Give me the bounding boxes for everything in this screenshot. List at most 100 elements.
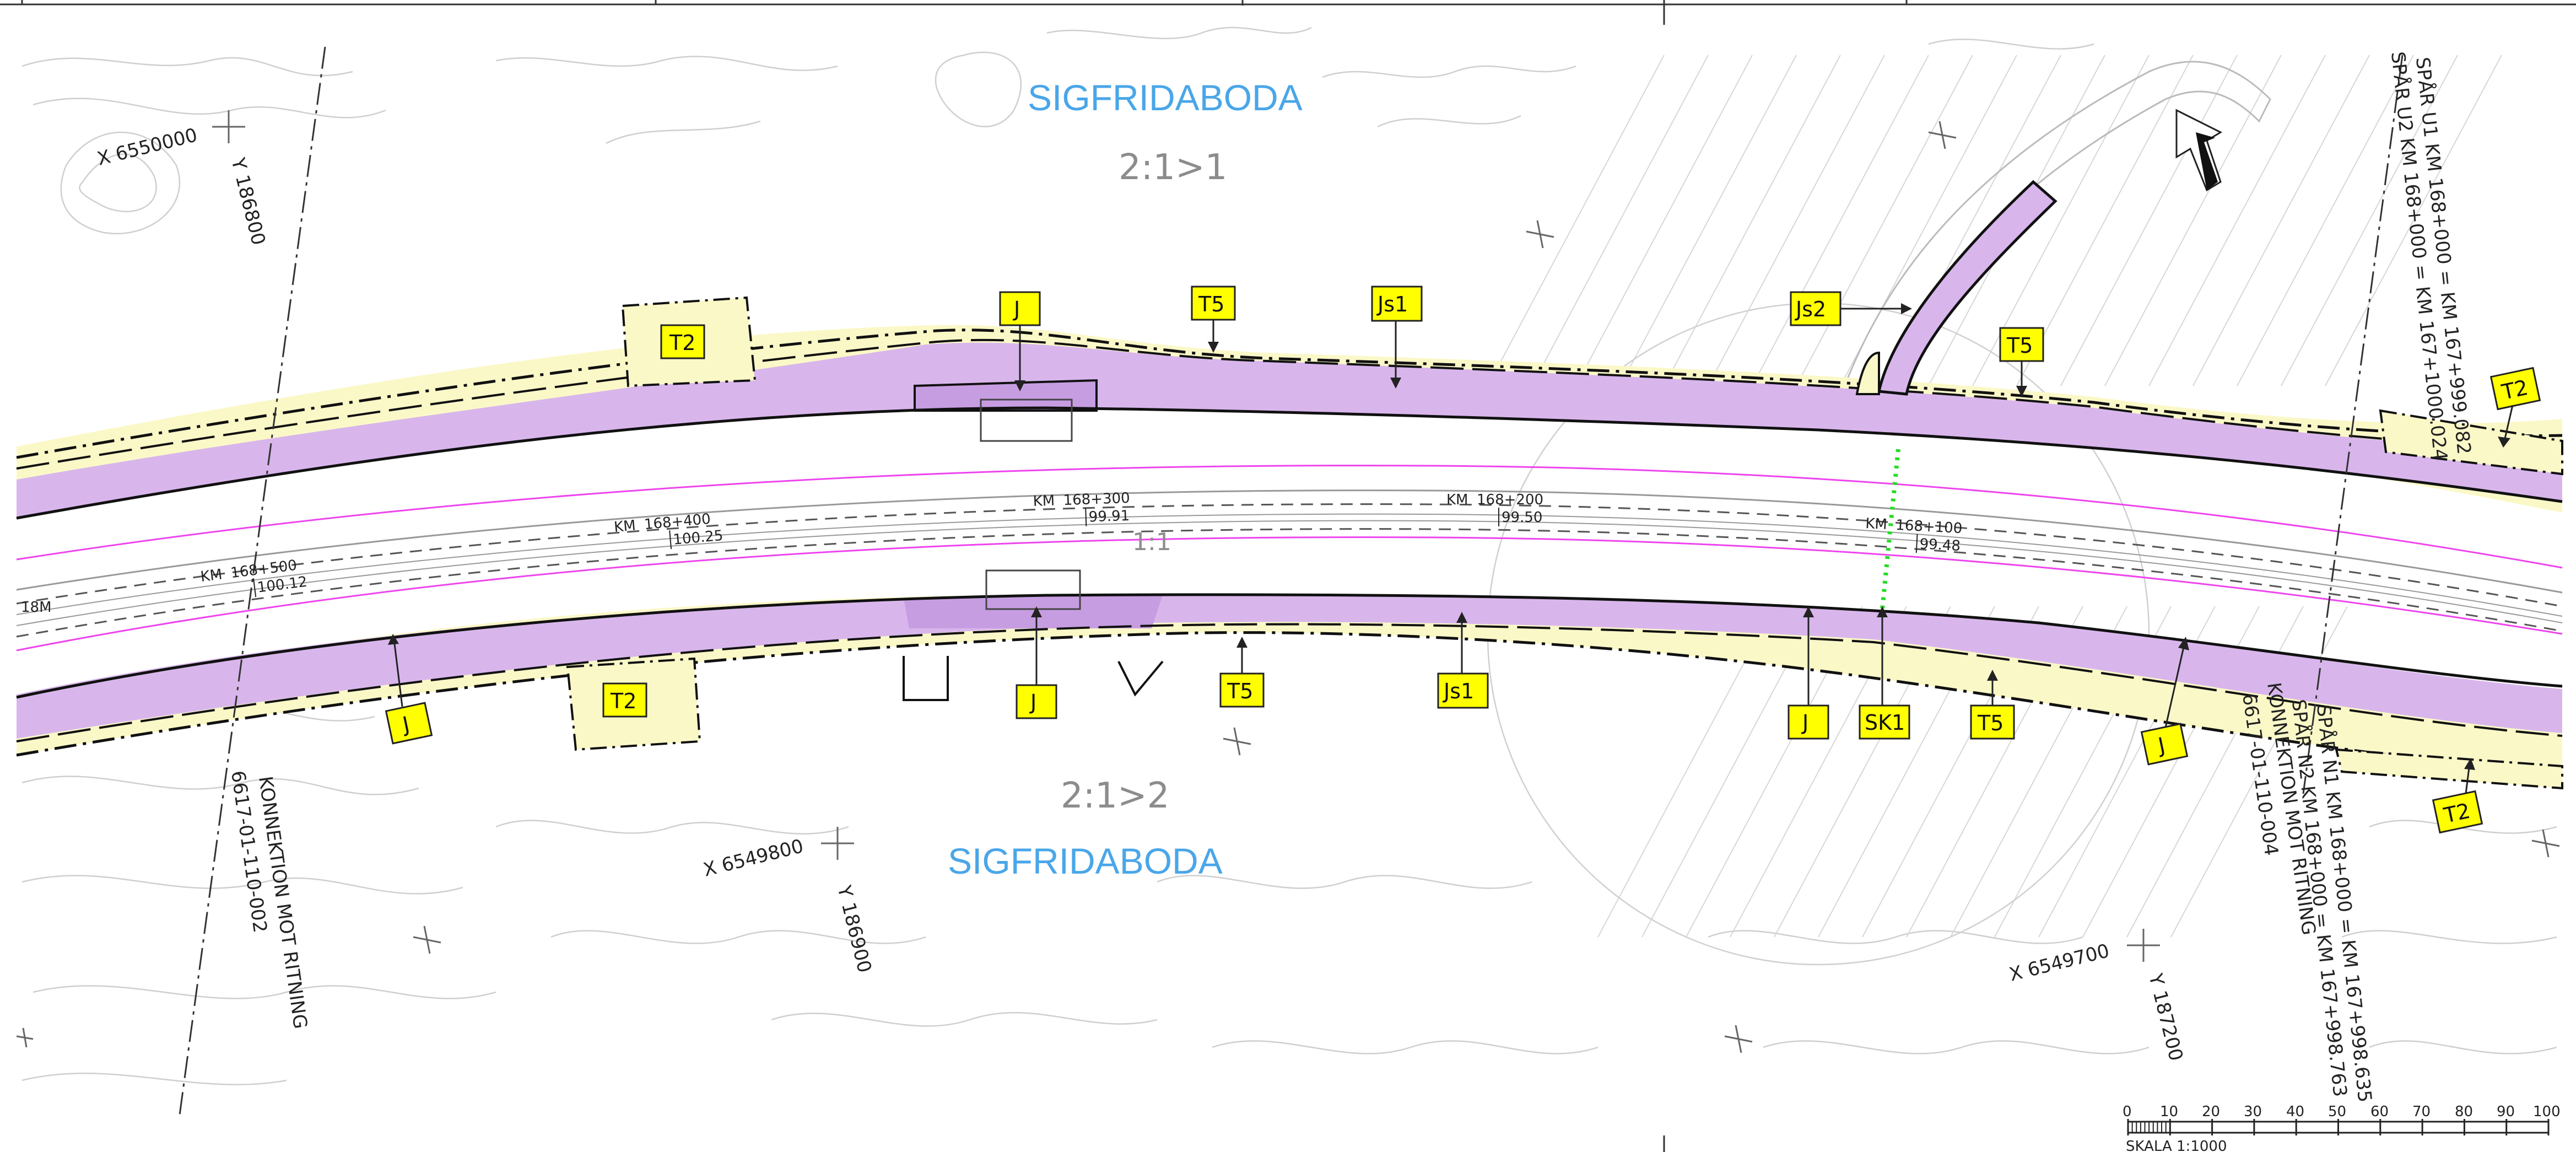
branch-zone-yellow <box>1855 351 1880 395</box>
south-t2-block-right <box>2335 748 2563 790</box>
north-t2-block-right <box>2379 409 2563 476</box>
scale-tick-60: 60 <box>2370 1103 2389 1120</box>
svg-text:T2: T2 <box>610 689 636 713</box>
code-label-north-js2: Js2 <box>1790 291 1912 326</box>
scale-tick-100: 100 <box>2533 1103 2561 1120</box>
code-label-south-sk1: SK1 <box>1859 606 1910 740</box>
north-culvert <box>980 399 1073 442</box>
north-boundary-inner <box>16 406 2563 520</box>
svg-text:168+200: 168+200 <box>1477 492 1543 508</box>
code-label-south-j-mid: J <box>1016 606 1057 719</box>
km-marker-168-100: KM 168+100 99.48 <box>1865 515 1963 555</box>
svg-text:T2: T2 <box>2441 799 2472 828</box>
svg-text:99.50: 99.50 <box>1502 509 1542 526</box>
coord-y-186900: Y 186900 <box>833 883 876 975</box>
coord-x-6549800: X 6549800 <box>701 835 806 881</box>
svg-text:J: J <box>1029 690 1036 714</box>
branch-zone-purple <box>1877 180 2057 396</box>
code-label-north-t5-left: T5 <box>1191 286 1236 353</box>
rail-corridor <box>16 465 2563 652</box>
code-label-south-j-far-left: J <box>385 634 433 745</box>
scale-tick-90: 90 <box>2497 1103 2515 1120</box>
south-boundary-mid <box>16 623 2563 742</box>
svg-text:T5: T5 <box>1977 711 2003 735</box>
scale-tick-20: 20 <box>2202 1103 2220 1120</box>
km-marker-168-400: KM 168+400 100.25 <box>613 511 724 550</box>
code-label-south-j-right: J <box>1787 606 1829 740</box>
track-stub-label: 18M <box>21 599 52 616</box>
hatched-zone <box>1487 55 2502 938</box>
svg-text:T5: T5 <box>2006 333 2033 358</box>
svg-text:Js1: Js1 <box>1376 292 1408 316</box>
svg-text:Js1: Js1 <box>1443 679 1474 703</box>
scale-tick-40: 40 <box>2286 1103 2304 1120</box>
property-id-center: 1:1 <box>1132 528 1171 556</box>
scale-tick-30: 30 <box>2244 1103 2262 1120</box>
km-marker-168-300: KM 168+300 99.91 <box>1033 490 1130 526</box>
code-label-north-t2-right: T2 <box>2489 367 2541 448</box>
scale-tick-70: 70 <box>2412 1103 2431 1120</box>
property-id-north: 2:1>1 <box>1119 147 1227 188</box>
code-label-south-t5-left: T5 <box>1219 637 1265 708</box>
svg-text:T2: T2 <box>669 331 695 355</box>
scale-tick-10: 10 <box>2160 1103 2178 1120</box>
code-label-south-j-far-right: J <box>2140 637 2189 766</box>
north-boundary-outer <box>16 329 2563 459</box>
svg-text:T5: T5 <box>1198 292 1224 316</box>
north-zone-purple <box>17 342 2562 518</box>
coord-y-187200: Y 187200 <box>2144 971 2187 1063</box>
km-marker-168-200: KM 168+200 99.50 <box>1446 492 1543 526</box>
scale-tick-80: 80 <box>2455 1103 2473 1120</box>
svg-text:168+300: 168+300 <box>1063 490 1130 509</box>
code-label-north-js1: Js1 <box>1371 286 1423 389</box>
km-marker-168-500: KM 168+500 100.12 <box>199 557 308 597</box>
scale-label: SKALA 1:1000 <box>2126 1138 2227 1152</box>
south-zone-purple <box>17 594 2562 739</box>
south-boundary-inner <box>16 593 2563 699</box>
north-arrow-icon <box>2175 109 2223 192</box>
north-zone-yellow <box>17 325 2562 513</box>
svg-text:T5: T5 <box>1227 679 1253 703</box>
code-label-south-t2-left: T2 <box>602 682 647 718</box>
property-id-south: 2:1>2 <box>1061 776 1169 816</box>
coordinate-crosses <box>16 110 2560 1053</box>
svg-text:KM: KM <box>1865 515 1888 533</box>
connection-line-left <box>178 46 326 1119</box>
coord-y-186800: Y 186800 <box>226 155 269 247</box>
south-notch-left <box>903 656 949 701</box>
code-label-north-j: J <box>999 291 1041 391</box>
scale-tick-50: 50 <box>2328 1103 2346 1120</box>
coord-x-6549700: X 6549700 <box>2007 940 2112 986</box>
place-name-south: SIGFRIDABODA <box>948 841 1223 881</box>
south-boundary-outer <box>16 631 2563 773</box>
north-boundary-mid <box>16 338 2563 470</box>
code-label-south-t5-right: T5 <box>1970 670 2015 740</box>
connection-line-right <box>2302 55 2404 794</box>
south-zone-inner-block <box>904 595 1163 628</box>
south-notch-right <box>1117 660 1164 697</box>
sk1-boundary-dots <box>1880 449 1900 615</box>
north-zone-inner-block <box>914 379 1098 412</box>
scale-tick-0: 0 <box>2123 1103 2132 1120</box>
svg-text:100.25: 100.25 <box>672 527 723 548</box>
svg-text:168+100: 168+100 <box>1895 517 1963 537</box>
svg-text:Js2: Js2 <box>1795 297 1826 321</box>
svg-text:J: J <box>1013 297 1020 321</box>
code-label-north-t2-left: T2 <box>660 324 705 359</box>
svg-text:KM: KM <box>199 566 223 585</box>
code-label-south-js1: Js1 <box>1437 612 1489 709</box>
svg-text:SK1: SK1 <box>1865 710 1905 735</box>
scale-bar: 0 10 20 30 40 50 60 70 80 90 100 SKALA 1… <box>2123 1103 2561 1152</box>
south-culvert <box>985 569 1081 610</box>
svg-text:J: J <box>1801 710 1808 735</box>
code-label-south-t2-right: T2 <box>2432 758 2483 834</box>
coord-x-6550000: X 6550000 <box>95 124 200 170</box>
svg-text:99.48: 99.48 <box>1919 536 1961 555</box>
place-name-north: SIGFRIDABODA <box>1028 77 1303 118</box>
code-label-north-t5-right: T5 <box>1999 327 2044 397</box>
svg-text:T2: T2 <box>2499 375 2530 405</box>
svg-text:99.91: 99.91 <box>1088 508 1130 526</box>
svg-text:KM: KM <box>1033 493 1055 510</box>
